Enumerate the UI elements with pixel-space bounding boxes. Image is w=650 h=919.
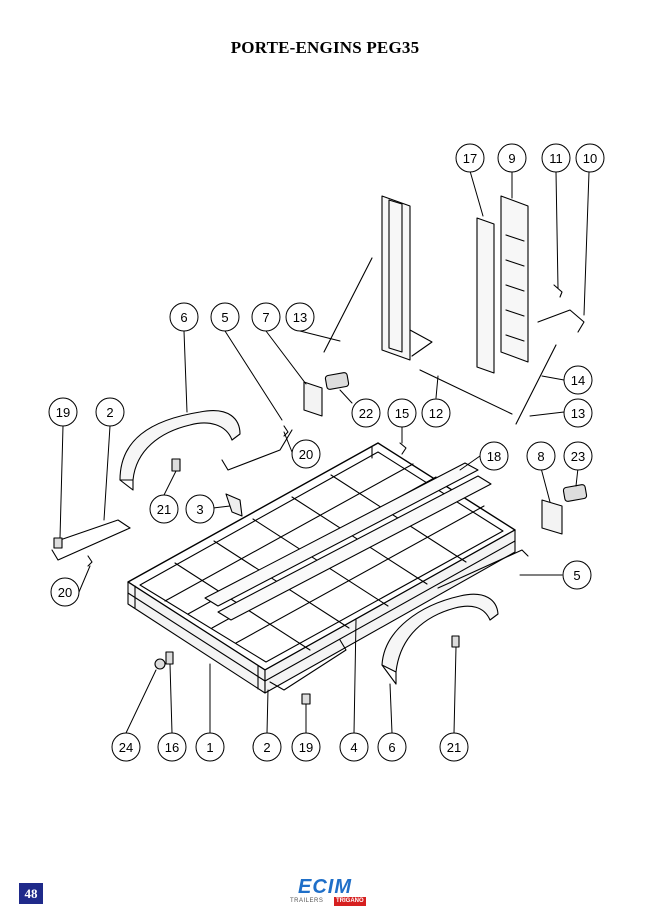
callout-19: 19 — [291, 732, 321, 762]
callout-label: 6 — [180, 310, 187, 325]
callout-19: 19 — [48, 397, 78, 427]
callout-label: 16 — [165, 740, 179, 755]
callout-label: 2 — [106, 405, 113, 420]
callout-24: 24 — [111, 732, 141, 762]
callout-21: 21 — [439, 732, 469, 762]
leader-lines — [59, 170, 590, 734]
callout-22: 22 — [351, 398, 381, 428]
callout-1: 1 — [195, 732, 225, 762]
callout-4: 4 — [339, 732, 369, 762]
callout-label: 11 — [549, 151, 563, 166]
logo-brand-tag: TRIGANO — [334, 897, 366, 906]
callout-2: 2 — [252, 732, 282, 762]
callout-16: 16 — [157, 732, 187, 762]
callout-label: 10 — [583, 151, 597, 166]
callout-13: 13 — [563, 398, 593, 428]
callout-3: 3 — [185, 494, 215, 524]
page-number-badge: 48 — [19, 883, 43, 904]
callout-7: 7 — [251, 302, 281, 332]
callout-label: 6 — [388, 740, 395, 755]
callout-label: 4 — [350, 740, 357, 755]
trailer-frame-drawing — [127, 442, 516, 694]
callout-label: 13 — [571, 406, 585, 421]
callout-label: 8 — [537, 449, 544, 464]
callout-label: 20 — [58, 585, 72, 600]
callout-6: 6 — [377, 732, 407, 762]
callout-label: 23 — [571, 449, 585, 464]
callout-23: 23 — [563, 441, 593, 471]
axles-drawing — [51, 429, 529, 691]
callout-label: 12 — [429, 406, 443, 421]
callout-label: 20 — [299, 447, 313, 462]
callout-label: 5 — [221, 310, 228, 325]
callout-5: 5 — [562, 560, 592, 590]
callout-6: 6 — [169, 302, 199, 332]
callout-17: 17 — [455, 143, 485, 173]
ramp-plank-drawing — [204, 462, 492, 621]
ramps-drawing — [323, 195, 585, 425]
callout-21: 21 — [149, 494, 179, 524]
callout-12: 12 — [421, 398, 451, 428]
callout-label: 15 — [395, 406, 409, 421]
callout-label: 22 — [359, 406, 373, 421]
callout-label: 24 — [119, 740, 133, 755]
callout-label: 9 — [508, 151, 515, 166]
callout-label: 14 — [571, 373, 585, 388]
callout-label: 1 — [206, 740, 213, 755]
callout-14: 14 — [563, 365, 593, 395]
logo-wordmark: ECIM — [298, 876, 352, 898]
callout-13: 13 — [285, 302, 315, 332]
callout-5: 5 — [210, 302, 240, 332]
callout-label: 19 — [299, 740, 313, 755]
callout-8: 8 — [526, 441, 556, 471]
small-parts-drawing — [53, 372, 588, 705]
callout-11: 11 — [541, 143, 571, 173]
callout-9: 9 — [497, 143, 527, 173]
ecim-logo: ECIM TRAILERS TRIGANO — [288, 876, 366, 910]
callout-label: 5 — [573, 568, 580, 583]
mudguards-drawing — [119, 410, 499, 685]
callout-label: 17 — [463, 151, 477, 166]
callout-label: 7 — [262, 310, 269, 325]
callout-18: 18 — [479, 441, 509, 471]
callout-label: 2 — [263, 740, 270, 755]
callout-label: 3 — [196, 502, 203, 517]
callout-label: 21 — [157, 502, 171, 517]
callout-2: 2 — [95, 397, 125, 427]
callout-label: 18 — [487, 449, 501, 464]
page-title: PORTE-ENGINS PEG35 — [230, 38, 420, 57]
callout-20: 20 — [50, 577, 80, 607]
callout-label: 21 — [447, 740, 461, 755]
logo-subtitle: TRAILERS — [290, 898, 324, 904]
callout-20: 20 — [291, 439, 321, 469]
callout-15: 15 — [387, 398, 417, 428]
callout-label: 19 — [56, 405, 70, 420]
callout-10: 10 — [575, 143, 605, 173]
callout-label: 13 — [293, 310, 307, 325]
